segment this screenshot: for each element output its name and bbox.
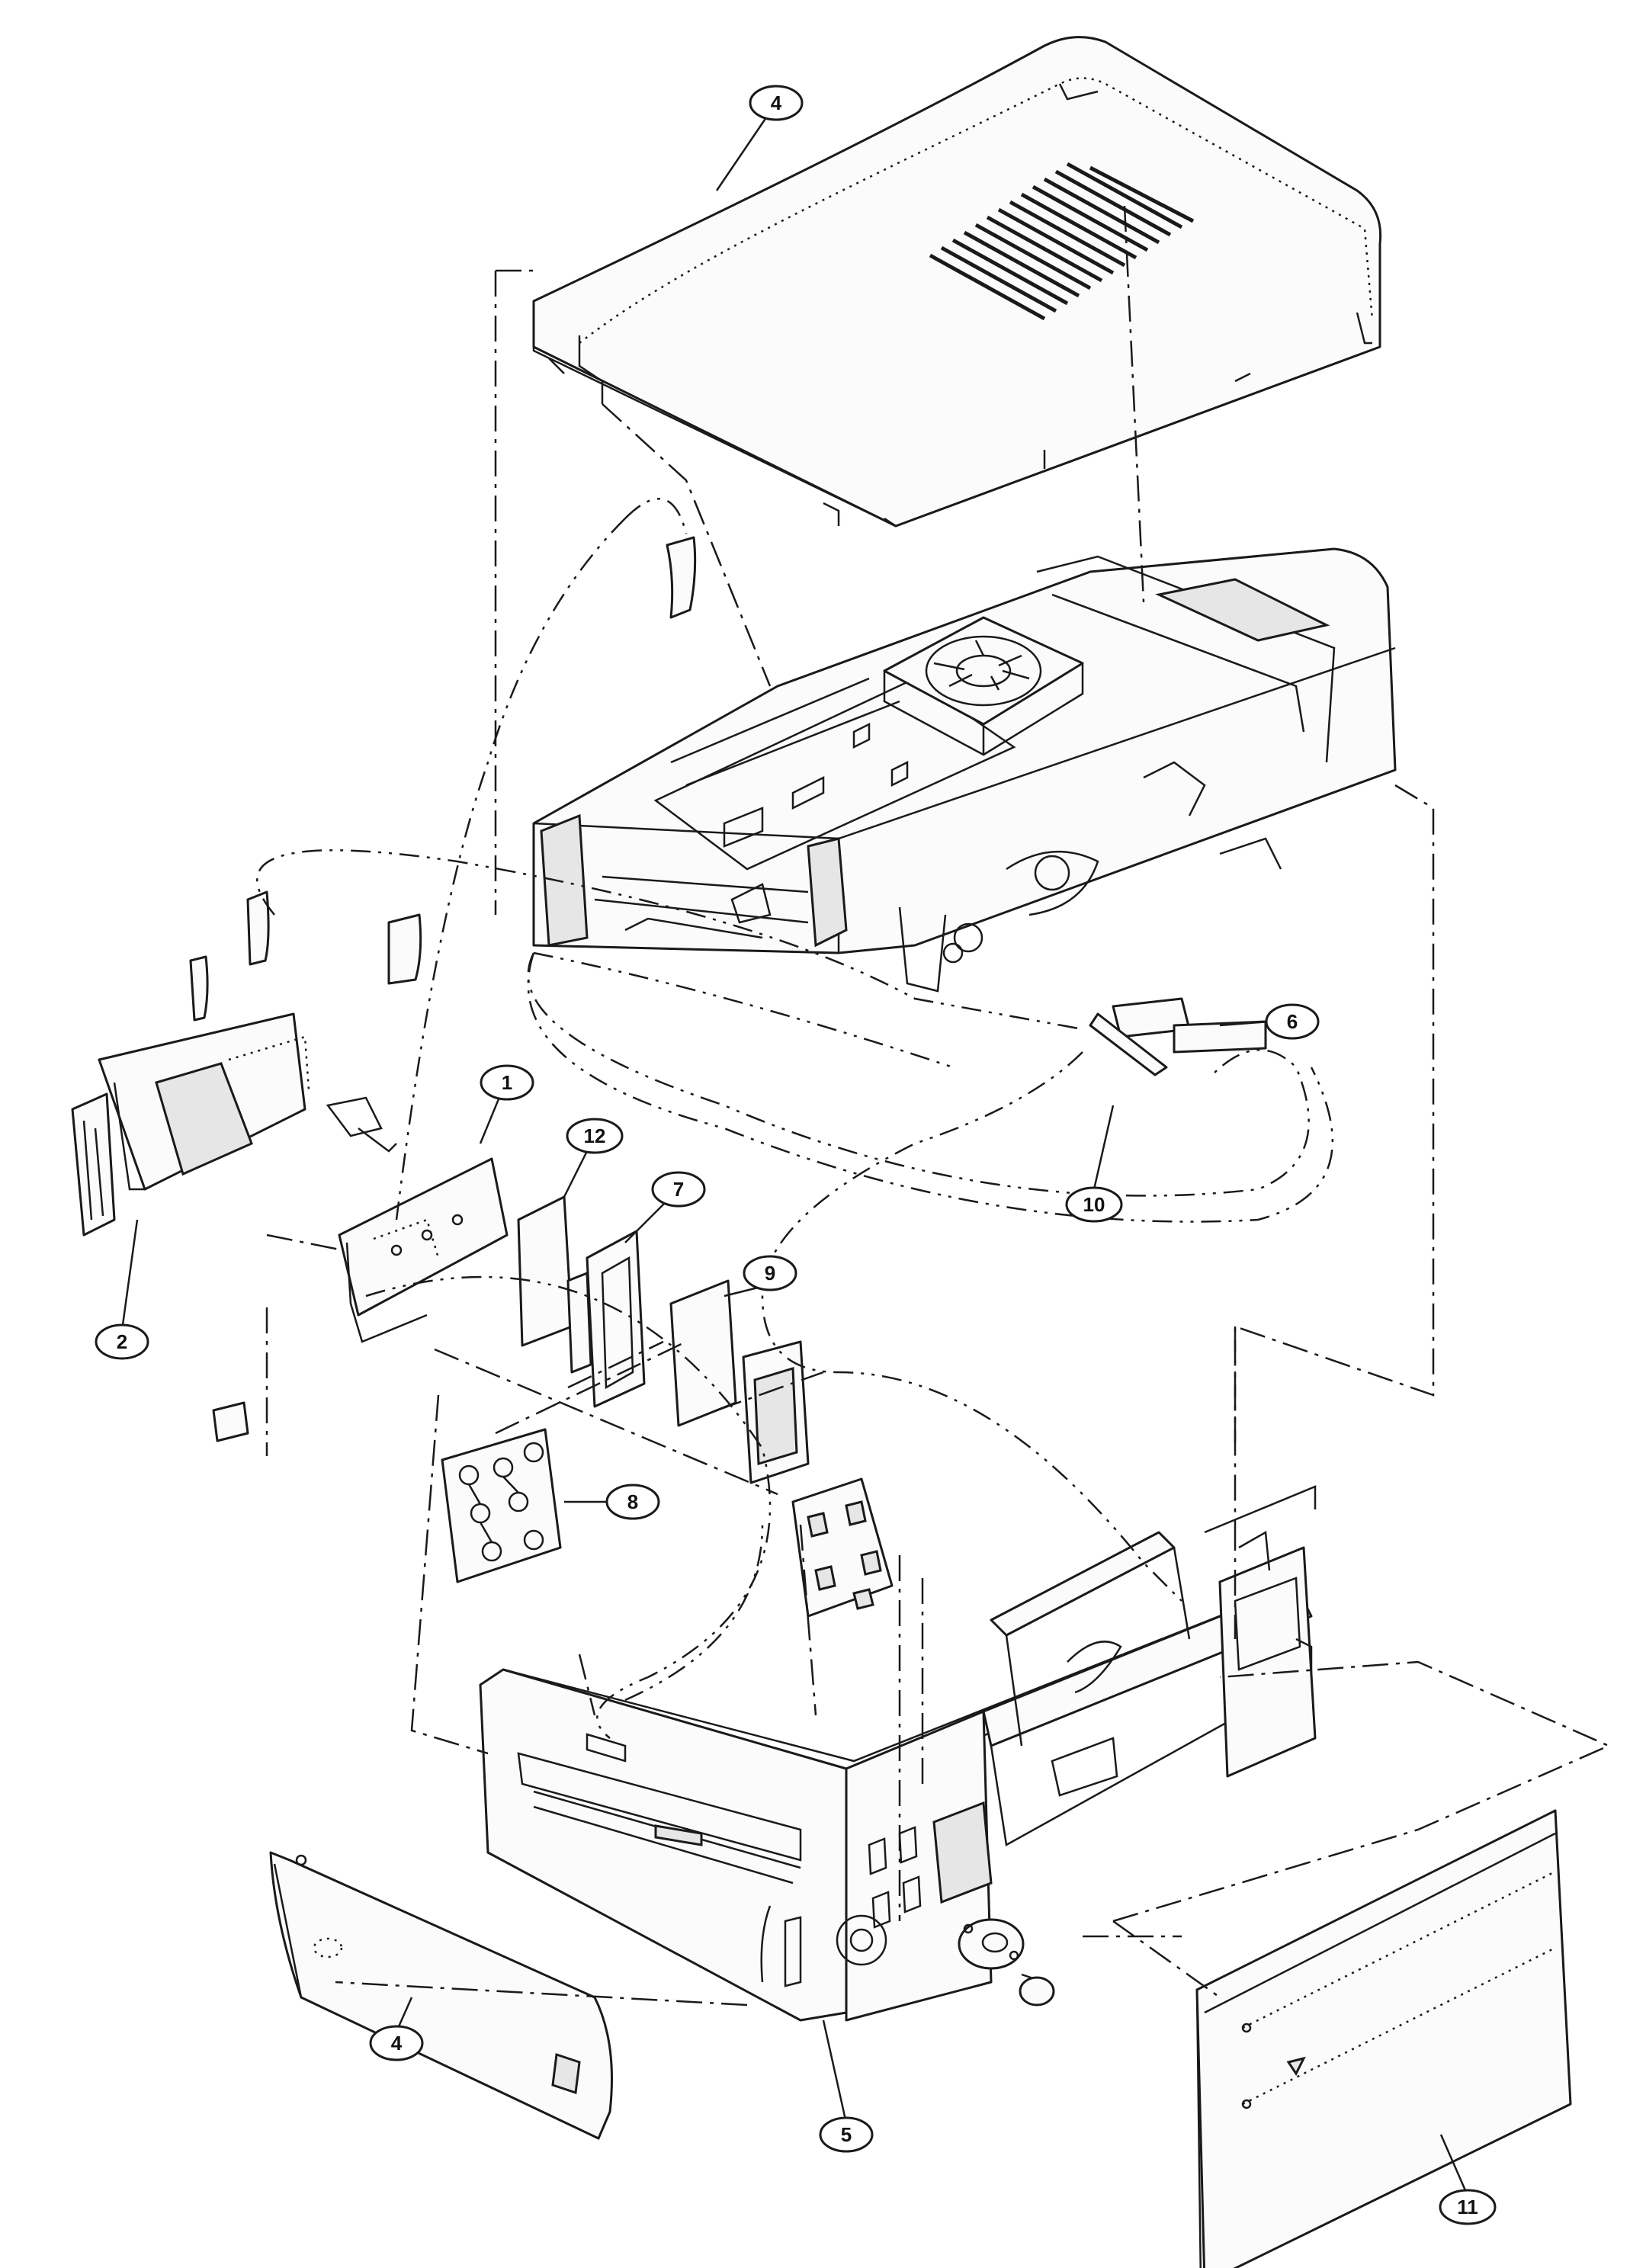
callout-6-label: 6 [1287,1010,1298,1033]
callout-12: 12 [566,1118,624,1154]
callout-10: 10 [1065,1186,1123,1223]
main-chassis [532,547,1397,993]
callout-7-label: 7 [673,1178,684,1201]
callout-12-label: 12 [584,1124,606,1147]
callout-1-label: 1 [502,1071,512,1094]
top-cover [532,36,1382,528]
callout-8-label: 8 [627,1490,638,1513]
callout-5-label: 5 [841,2123,852,2146]
callout-5: 5 [819,2116,874,2153]
main-board-assembly [338,1157,509,1343]
small-parts [212,1195,810,1484]
callout-9: 9 [743,1255,797,1291]
front-panel [479,1546,1317,2022]
callout-2: 2 [95,1323,149,1360]
callout-4-label: 4 [391,2032,403,2055]
callout-6: 6 [1265,1003,1320,1040]
part-7-frame [586,1230,646,1408]
button-bracket [791,1477,894,1618]
callout-10-label: 10 [1083,1193,1105,1216]
keypad-rubber [441,1428,562,1583]
flex-cables [189,536,1267,1076]
callout-1: 1 [480,1064,534,1101]
cover-vent-slots [929,162,1195,321]
callout-3-label: 4 [771,91,782,114]
right-panel [1195,1809,1572,2268]
callout-11: 11 [1439,2189,1497,2225]
callout-3: 4 [749,85,804,121]
callout-11-label: 11 [1457,2196,1478,2218]
callout-leaders [120,102,1469,2196]
callout-7: 7 [651,1171,706,1208]
callout-4: 4 [369,2025,424,2061]
callout-2-label: 2 [117,1330,127,1353]
part-9-pad [669,1279,737,1427]
side-panel [269,1851,613,2140]
jog-knob-parts [958,1918,1055,2007]
part-12 [517,1195,573,1347]
callout-9-label: 9 [765,1262,775,1285]
callout-8: 8 [605,1484,660,1520]
sub-board-assembly [71,1012,397,1237]
lower-frame [990,1485,1317,1797]
assembly-leader-lines [265,205,1612,2007]
